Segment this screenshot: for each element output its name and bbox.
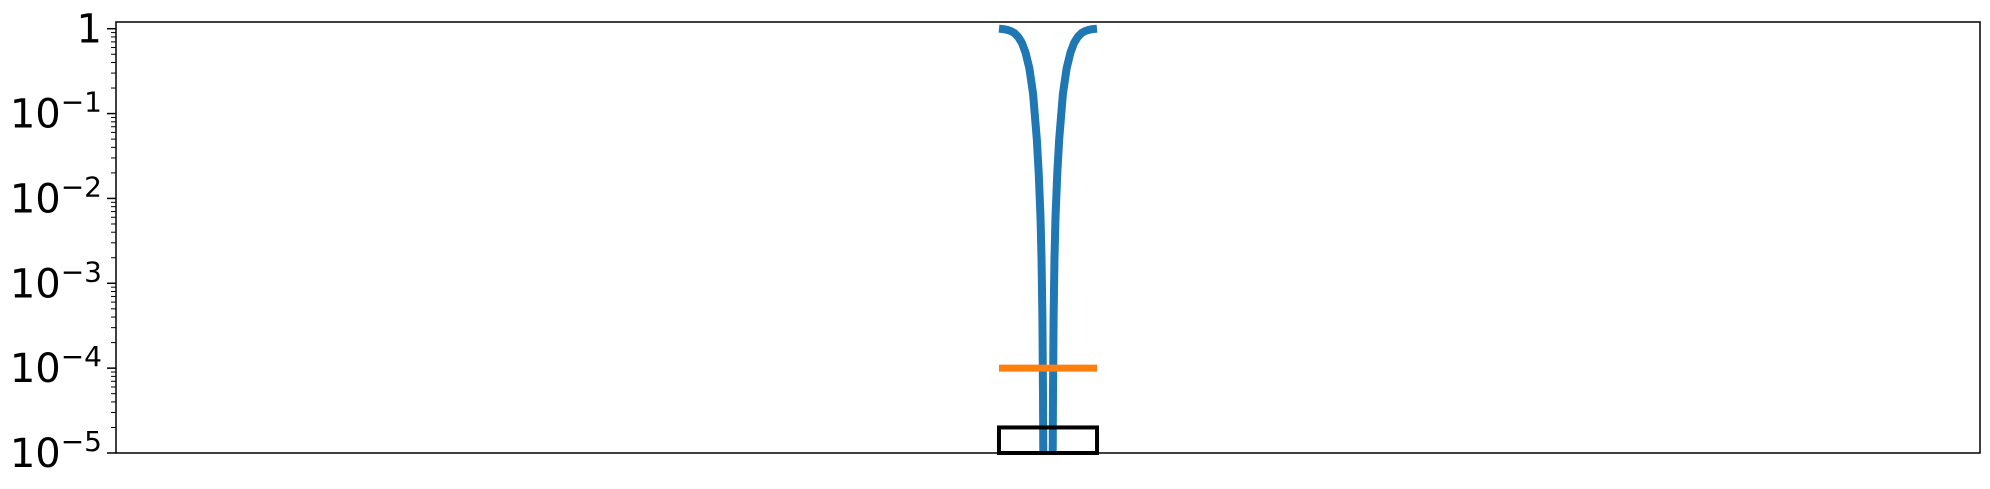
y-tick-label: 1: [77, 7, 102, 53]
y-tick-label: 10−3: [10, 255, 102, 307]
y-tick-exponent: −1: [61, 86, 102, 119]
y-tick-exponent: −5: [61, 425, 102, 458]
y-tick-base: 10: [10, 346, 61, 392]
y-tick-base: 1: [77, 7, 102, 53]
y-tick-label: 10−4: [10, 340, 102, 392]
y-tick-exponent: −3: [61, 255, 102, 288]
y-tick-label: 10−5: [10, 425, 102, 477]
y-tick-label: 10−2: [10, 170, 102, 222]
y-tick-label: 10−1: [10, 86, 102, 138]
y-tick-exponent: −2: [61, 170, 102, 203]
series-line-0: [998, 24, 1048, 454]
plot-frame: [115, 21, 1981, 454]
y-tick-base: 10: [10, 176, 61, 222]
y-tick-base: 10: [10, 92, 61, 138]
series-layer: [996, 24, 1100, 456]
region-box: [996, 425, 1100, 456]
y-tick-base: 10: [10, 431, 61, 477]
y-tick-base: 10: [10, 261, 61, 307]
y-axis: 110−110−210−310−410−5: [10, 7, 116, 477]
series-line-1: [1048, 24, 1098, 454]
y-tick-exponent: −4: [61, 340, 102, 373]
